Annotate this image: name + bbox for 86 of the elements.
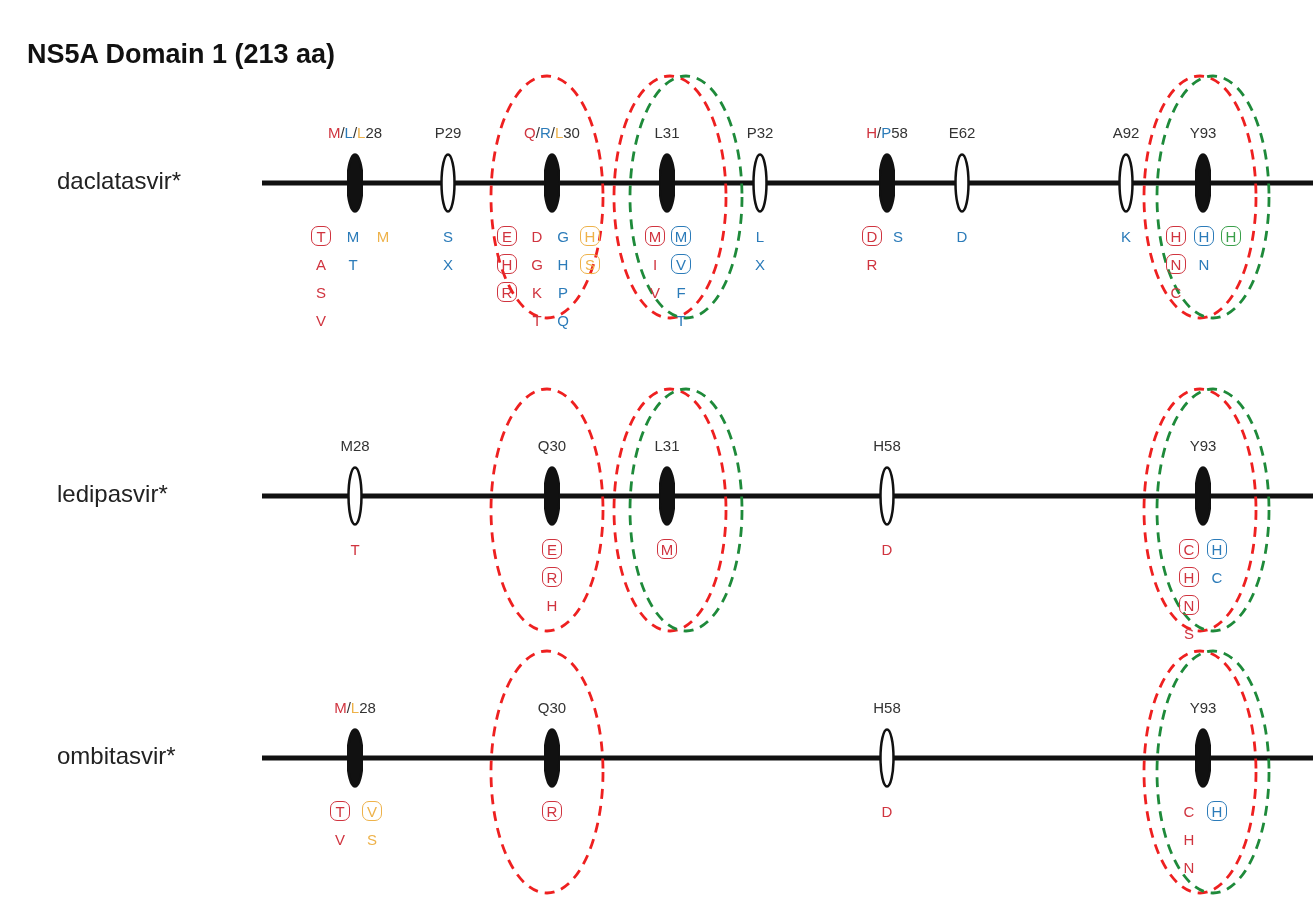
circled-substitution: H [1221,226,1241,246]
residue-label: A92 [1112,123,1140,143]
substitution-letter: A [315,254,327,274]
circled-substitution: V [362,801,382,821]
substitution-letter: X [442,254,454,274]
residue-label: M/L28 [334,698,376,718]
drug-name: daclatasvir* [57,166,182,196]
residue-label: Q30 [537,698,567,718]
circled-substitution: R [497,282,517,302]
substitution-letter: H [1182,829,1196,849]
substitution-letter: C [1210,567,1224,587]
substitution-letter: F [675,282,687,302]
circled-substitution: H [1194,226,1214,246]
residue-label: Q/R/L30 [524,123,580,143]
substitution-letter: N [1182,857,1196,877]
circled-substitution: N [1166,254,1186,274]
substitution-letter: Q [556,310,570,330]
substitution-letter: H [556,254,570,274]
diagram-title: NS5A Domain 1 (213 aa) [27,38,336,71]
substitution-letter: D [880,801,894,821]
substitution-letter: S [892,226,904,246]
substitution-letter: K [531,282,543,302]
substitution-letter: K [1120,226,1132,246]
residue-label: L31 [654,123,680,143]
substitution-letter: T [531,310,543,330]
circled-substitution: S [580,254,600,274]
residue-label: M/L/L28 [327,123,383,143]
substitution-letter: C [1169,282,1183,302]
substitution-letter: G [530,254,544,274]
substitution-letter: C [1182,801,1196,821]
circled-substitution: H [1207,539,1227,559]
substitution-letter: R [865,254,879,274]
residue-label: Y93 [1189,698,1217,718]
residue-label: H/P58 [866,123,908,143]
circled-substitution: R [542,801,562,821]
residue-label: L31 [654,436,680,456]
residue-label: Y93 [1189,436,1217,456]
substitution-letter: I [651,254,659,274]
circled-substitution: H [1179,567,1199,587]
substitution-letter: T [675,310,687,330]
substitution-letter: L [754,226,766,246]
substitution-letter: X [754,254,766,274]
substitution-letter: D [880,539,894,559]
substitution-letter: M [345,226,361,246]
drug-name: ledipasvir* [57,479,168,509]
circled-substitution: E [542,539,562,559]
substitution-letter: V [315,310,327,330]
substitution-letter: D [530,226,544,246]
circled-substitution: E [497,226,517,246]
substitution-letter: H [545,595,559,615]
circled-substitution: H [1166,226,1186,246]
residue-label: Y93 [1189,123,1217,143]
circled-substitution: C [1179,539,1199,559]
substitution-letter: V [649,282,661,302]
circled-substitution: M [671,226,691,246]
residue-label: E62 [948,123,976,143]
residue-label: P32 [746,123,774,143]
circled-substitution: D [862,226,882,246]
circled-substitution: T [330,801,350,821]
residue-label: H58 [873,436,901,456]
substitution-letter: N [1197,254,1211,274]
circled-substitution: R [542,567,562,587]
circled-substitution: H [1207,801,1227,821]
substitution-letter: G [556,226,570,246]
residue-label: Q30 [537,436,567,456]
substitution-letter: P [557,282,569,302]
substitution-letter: S [315,282,327,302]
circled-substitution: H [497,254,517,274]
substitution-letter: T [349,539,361,559]
circled-substitution: V [671,254,691,274]
circled-substitution: M [657,539,677,559]
substitution-letter: V [334,829,346,849]
substitution-letter: S [1183,623,1195,643]
residue-label: P29 [434,123,462,143]
substitution-letter: M [375,226,391,246]
substitution-letter: S [442,226,454,246]
circled-substitution: H [580,226,600,246]
circled-substitution: N [1179,595,1199,615]
substitution-letter: T [347,254,359,274]
drug-name: ombitasvir* [57,741,176,771]
circled-substitution: M [645,226,665,246]
circled-substitution: T [311,226,331,246]
residue-label: H58 [873,698,901,718]
substitution-letter: D [955,226,969,246]
substitution-letter: S [366,829,378,849]
residue-label: M28 [340,436,370,456]
